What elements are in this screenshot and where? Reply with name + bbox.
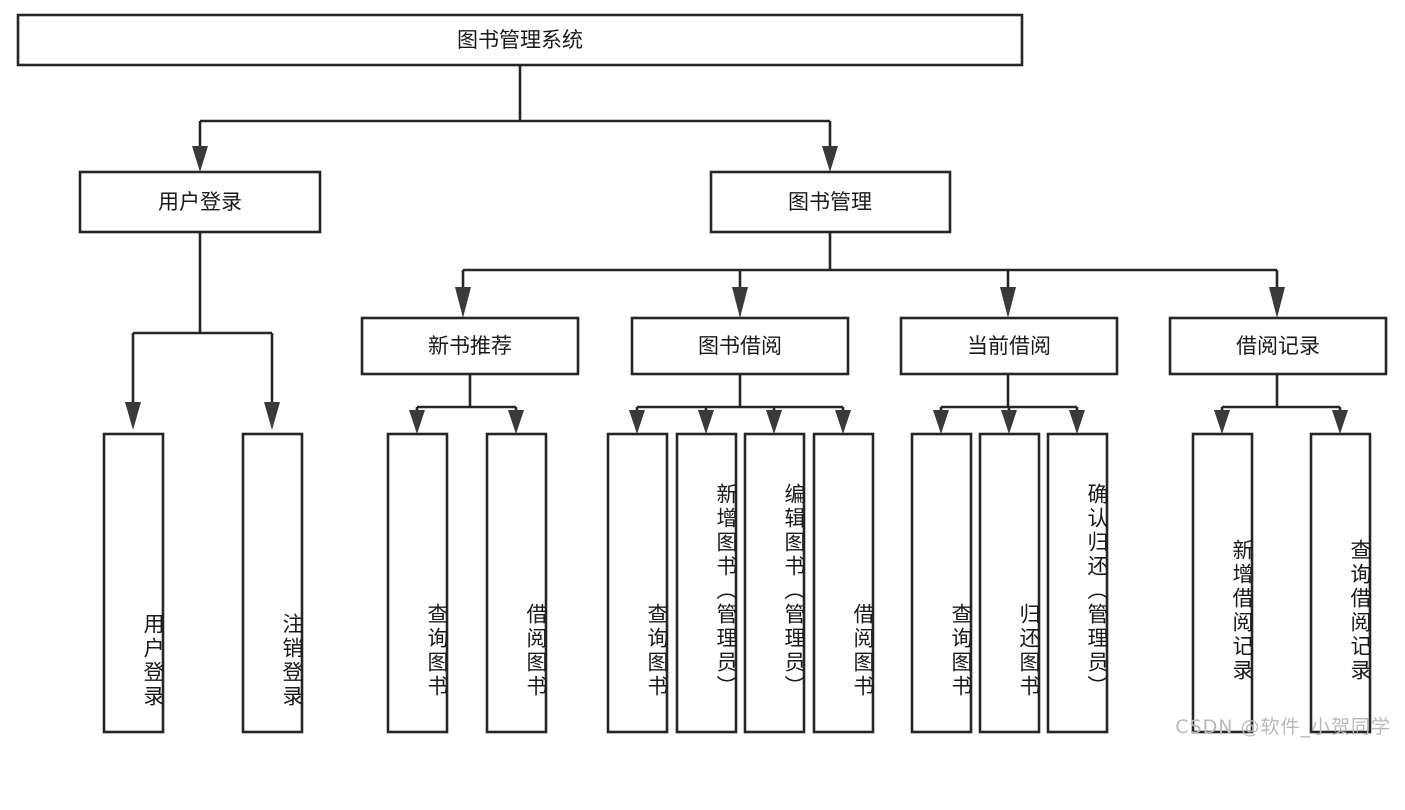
- arrow-head-leaf-logout: [264, 402, 280, 430]
- node-borrow-record[interactable]: 借阅记录: [1168, 316, 1388, 376]
- leaf-box-br-add-record[interactable]: [1191, 432, 1254, 734]
- node-book-management-box[interactable]: [709, 170, 952, 234]
- node-new-book-recommend-box[interactable]: [360, 316, 580, 376]
- node-book-borrow-box[interactable]: [630, 316, 850, 376]
- arrow-head-borrow-record: [1269, 287, 1285, 318]
- node-book-borrow[interactable]: 图书借阅: [630, 316, 850, 376]
- leaf-box-bb-query-book[interactable]: [606, 432, 669, 734]
- arrow-head-book-borrow: [732, 287, 748, 318]
- arrow-head-current-borrow: [1000, 287, 1016, 318]
- arrow-head-cb-leaf-1: [933, 410, 949, 434]
- arrow-head-br-leaf-1: [1214, 410, 1230, 434]
- leaf-box-cb-return-book[interactable]: [978, 432, 1041, 734]
- arrow-head-leaf-user-login: [125, 402, 141, 430]
- arrow-head-bb-leaf-2: [698, 410, 714, 434]
- leaf-box-bb-edit-book[interactable]: [743, 432, 806, 734]
- arrow-head-nb-leaf-2: [508, 410, 524, 434]
- node-borrow-record-label: 借阅记录: [1236, 334, 1320, 358]
- node-root[interactable]: 图书管理系统: [16, 13, 1024, 67]
- node-root-box[interactable]: [16, 13, 1024, 67]
- arrow-head-cb-leaf-2: [1001, 410, 1017, 434]
- node-root-label: 图书管理系统: [457, 28, 583, 52]
- arrow-head-new-book-recommend: [455, 287, 471, 318]
- arrow-head-book-manage: [822, 146, 838, 172]
- node-current-borrow[interactable]: 当前借阅: [899, 316, 1119, 376]
- connector-layer: [125, 65, 1348, 434]
- node-book-management[interactable]: 图书管理: [709, 170, 952, 234]
- leaf-box-nb-borrow-book[interactable]: [485, 432, 548, 734]
- node-borrow-record-box[interactable]: [1168, 316, 1388, 376]
- node-user-login-box[interactable]: [78, 170, 322, 234]
- leaf-box-user-login[interactable]: [102, 432, 165, 734]
- arrow-head-br-leaf-2: [1332, 410, 1348, 434]
- diagram-canvas: 图书管理系统 用户登录 图书管理 新书推荐 图书借阅 当前借阅 借阅记录: [16, 13, 1391, 738]
- arrow-head-bb-leaf-1: [629, 410, 645, 434]
- leaf-box-bb-borrow-book[interactable]: [812, 432, 875, 734]
- node-new-book-recommend-label: 新书推荐: [428, 334, 512, 358]
- arrow-head-user-login: [192, 146, 208, 172]
- node-user-login[interactable]: 用户登录: [78, 170, 322, 234]
- node-current-borrow-label: 当前借阅: [967, 334, 1051, 358]
- leaf-box-logout[interactable]: [241, 432, 304, 734]
- leaf-box-br-query-record[interactable]: [1309, 432, 1372, 734]
- node-user-login-label: 用户登录: [158, 190, 242, 214]
- arrow-head-bb-leaf-4: [835, 410, 851, 434]
- node-new-book-recommend[interactable]: 新书推荐: [360, 316, 580, 376]
- csdn-watermark: CSDN @软件_小贺同学: [1175, 716, 1391, 738]
- leaf-box-cb-query-book[interactable]: [910, 432, 973, 734]
- node-book-management-label: 图书管理: [788, 190, 872, 214]
- arrow-head-bb-leaf-3: [766, 410, 782, 434]
- arrow-head-cb-leaf-3: [1069, 410, 1085, 434]
- leaf-box-nb-query-book[interactable]: [386, 432, 449, 734]
- hierarchy-diagram: 图书管理系统 用户登录 图书管理 新书推荐 图书借阅 当前借阅 借阅记录: [16, 13, 1388, 734]
- node-current-borrow-box[interactable]: [899, 316, 1119, 376]
- leaf-box-bb-add-book[interactable]: [675, 432, 738, 734]
- arrow-head-nb-leaf-1: [409, 410, 425, 434]
- leaf-box-cb-confirm-return[interactable]: [1046, 432, 1109, 734]
- node-book-borrow-label: 图书借阅: [698, 334, 782, 358]
